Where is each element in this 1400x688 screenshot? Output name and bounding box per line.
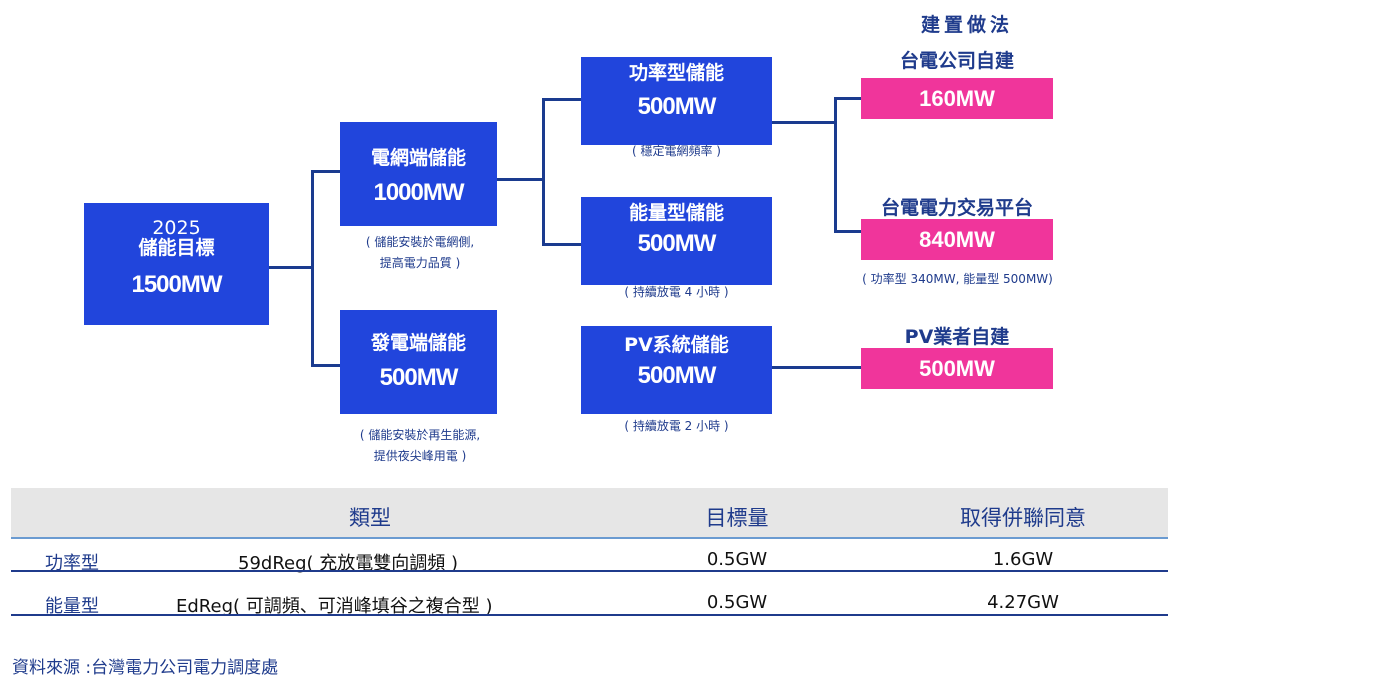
energy-caption: ( 持續放電 4 小時 ) [624, 285, 729, 299]
row-divider [11, 570, 1168, 572]
build1-value: 160MW [861, 78, 1053, 119]
build3-title: PV業者自建 [904, 326, 1010, 348]
connector [542, 98, 581, 101]
connector [311, 170, 340, 173]
gen-caption-line: 提供夜尖峰用電 ) [373, 449, 467, 463]
build2-value: 840MW [861, 219, 1053, 260]
pv-value: 500MW [637, 362, 717, 389]
connector [542, 243, 581, 246]
connector [834, 97, 837, 232]
col-approved: 取得併聯同意 [960, 506, 1086, 530]
source-note: 資料來源 :台灣電力公司電力調度處 [12, 658, 279, 678]
row-category: 能量型 [45, 596, 99, 617]
grid-box: 電網端儲能 1000MW [340, 122, 497, 226]
gen-label: 發電端儲能 [370, 332, 466, 354]
row-type: EdReg( 可調頻、可消峰填谷之複合型 ) [176, 596, 493, 617]
power-label: 功率型儲能 [628, 62, 724, 84]
col-type: 類型 [349, 506, 391, 530]
row-divider [11, 614, 1168, 616]
gen-caption: ( 儲能安裝於再生能源, 提供夜尖峰用電 ) [340, 425, 500, 467]
pv-box: PV系統儲能 500MW [581, 326, 772, 414]
connector [542, 98, 545, 246]
grid-caption: ( 儲能安裝於電網側, 提高電力品質 ) [340, 232, 500, 274]
row-type: 59dReg( 充放電雙向調頻 ) [238, 553, 459, 574]
row-approved: 1.6GW [992, 549, 1054, 570]
row-category: 功率型 [45, 553, 99, 574]
power-value: 500MW [637, 93, 717, 120]
power-box: 功率型儲能 500MW [581, 57, 772, 145]
gen-box: 發電端儲能 500MW [340, 310, 497, 414]
build2-caption: ( 功率型 340MW, 能量型 500MW) [862, 272, 1053, 286]
root-value: 1500MW [131, 271, 222, 298]
build2-title: 台電電力交易平台 [880, 197, 1033, 219]
root-box: 2025 儲能目標 1500MW [84, 203, 269, 325]
connector [772, 366, 861, 369]
grid-caption-line: 提高電力品質 ) [379, 256, 461, 270]
connector [834, 97, 861, 100]
connector [834, 230, 861, 233]
row-target: 0.5GW [706, 592, 768, 613]
build3-value: 500MW [861, 348, 1053, 389]
gen-caption-line: ( 儲能安裝於再生能源, [359, 428, 481, 442]
energy-label: 能量型儲能 [628, 202, 724, 224]
power-caption: ( 穩定電網頻率 ) [632, 144, 721, 158]
build1-title: 台電公司自建 [899, 50, 1014, 72]
grid-value: 1000MW [373, 179, 464, 206]
col-target: 目標量 [705, 506, 769, 530]
grid-label: 電網端儲能 [370, 147, 466, 169]
connector [311, 364, 340, 367]
connector [497, 178, 544, 181]
header-build-method: 建置做法 [920, 14, 1013, 36]
connector [772, 121, 836, 124]
table-header-bg [11, 488, 1168, 539]
pv-label: PV系統儲能 [624, 334, 729, 356]
root-year: 2025 [152, 217, 201, 239]
pv-caption: ( 持續放電 2 小時 ) [624, 419, 729, 433]
row-approved: 4.27GW [987, 592, 1059, 613]
grid-caption-line: ( 儲能安裝於電網側, [365, 235, 475, 249]
energy-box: 能量型儲能 500MW [581, 197, 772, 285]
root-label: 儲能目標 [138, 237, 215, 259]
energy-value: 500MW [637, 230, 717, 257]
row-target: 0.5GW [706, 549, 768, 570]
gen-value: 500MW [379, 364, 459, 391]
connector [269, 266, 313, 269]
connector [311, 170, 314, 367]
